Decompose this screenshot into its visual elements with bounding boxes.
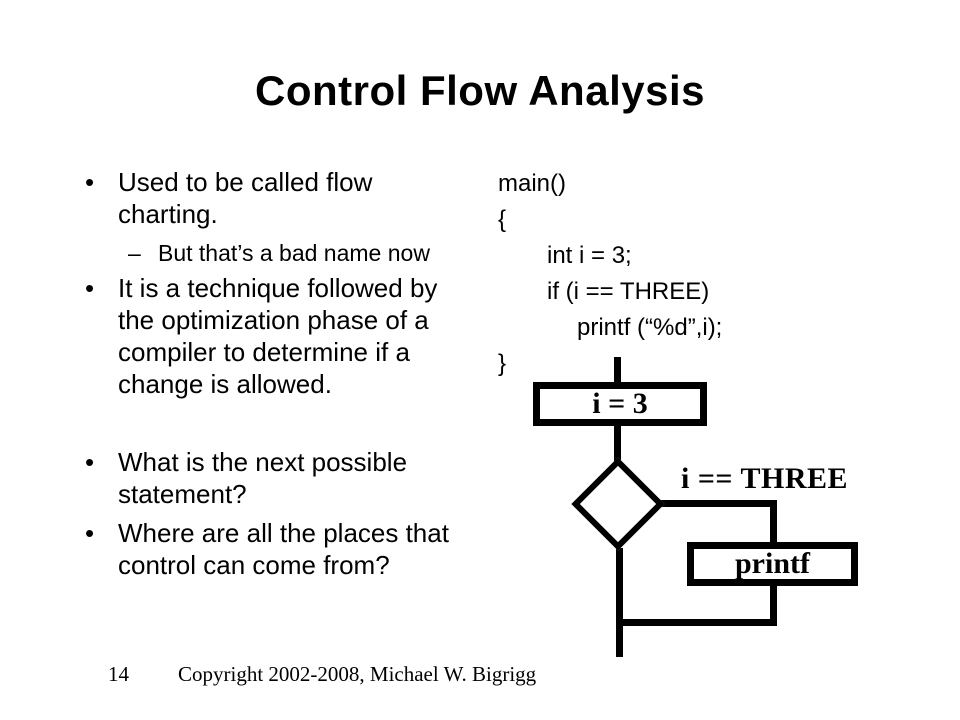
bullet-text: Used to be called flow charting. xyxy=(118,167,373,229)
printf-box-label: printf xyxy=(735,547,810,580)
connector-top-stub xyxy=(614,357,621,385)
merge-horizontal-line xyxy=(619,619,777,626)
bullet-item: • What is the next possible statement? xyxy=(85,446,470,510)
bullet-text: It is a technique followed by the optimi… xyxy=(118,273,438,399)
bullet-marker: • xyxy=(85,518,95,548)
page-number: 14 xyxy=(108,662,129,686)
code-line: { xyxy=(498,206,507,233)
assign-box-label: i = 3 xyxy=(592,387,648,420)
code-block: main() { int i = 3; if (i == THREE) prin… xyxy=(498,166,722,382)
bullet-text: Where are all the places that control ca… xyxy=(118,518,449,580)
decision-diamond xyxy=(571,457,665,551)
code-line: if (i == THREE) xyxy=(547,278,710,305)
connector-assign-to-diamond xyxy=(614,424,621,462)
code-line: } xyxy=(498,350,507,377)
false-branch-vertical-line xyxy=(616,548,623,657)
code-line: int i = 3; xyxy=(547,242,632,269)
slide-title: Control Flow Analysis xyxy=(255,67,705,114)
sub-bullet-text: But that’s a bad name now xyxy=(158,240,430,266)
bullet-marker: • xyxy=(85,447,95,477)
bullet-item: • It is a technique followed by the opti… xyxy=(85,272,470,400)
condition-label: i == THREE xyxy=(681,462,849,495)
printf-box: printf xyxy=(687,542,858,586)
bullet-text: What is the next possible statement? xyxy=(118,447,408,509)
bullet-item: • Where are all the places that control … xyxy=(85,517,470,581)
bullet-marker: • xyxy=(85,167,95,197)
code-line: main() xyxy=(498,170,567,197)
code-line: printf (“%d”,i); xyxy=(577,314,723,341)
assign-box: i = 3 xyxy=(533,382,707,426)
copyright-text: Copyright 2002-2008, Michael W. Bigrigg xyxy=(178,662,537,686)
bullet-marker: • xyxy=(85,273,95,303)
dash-marker: – xyxy=(128,240,141,266)
sub-bullet-item: – But that’s a bad name now xyxy=(128,239,488,267)
true-branch-horizontal-line xyxy=(660,500,777,507)
bullet-item: • Used to be called flow charting. xyxy=(85,166,470,230)
